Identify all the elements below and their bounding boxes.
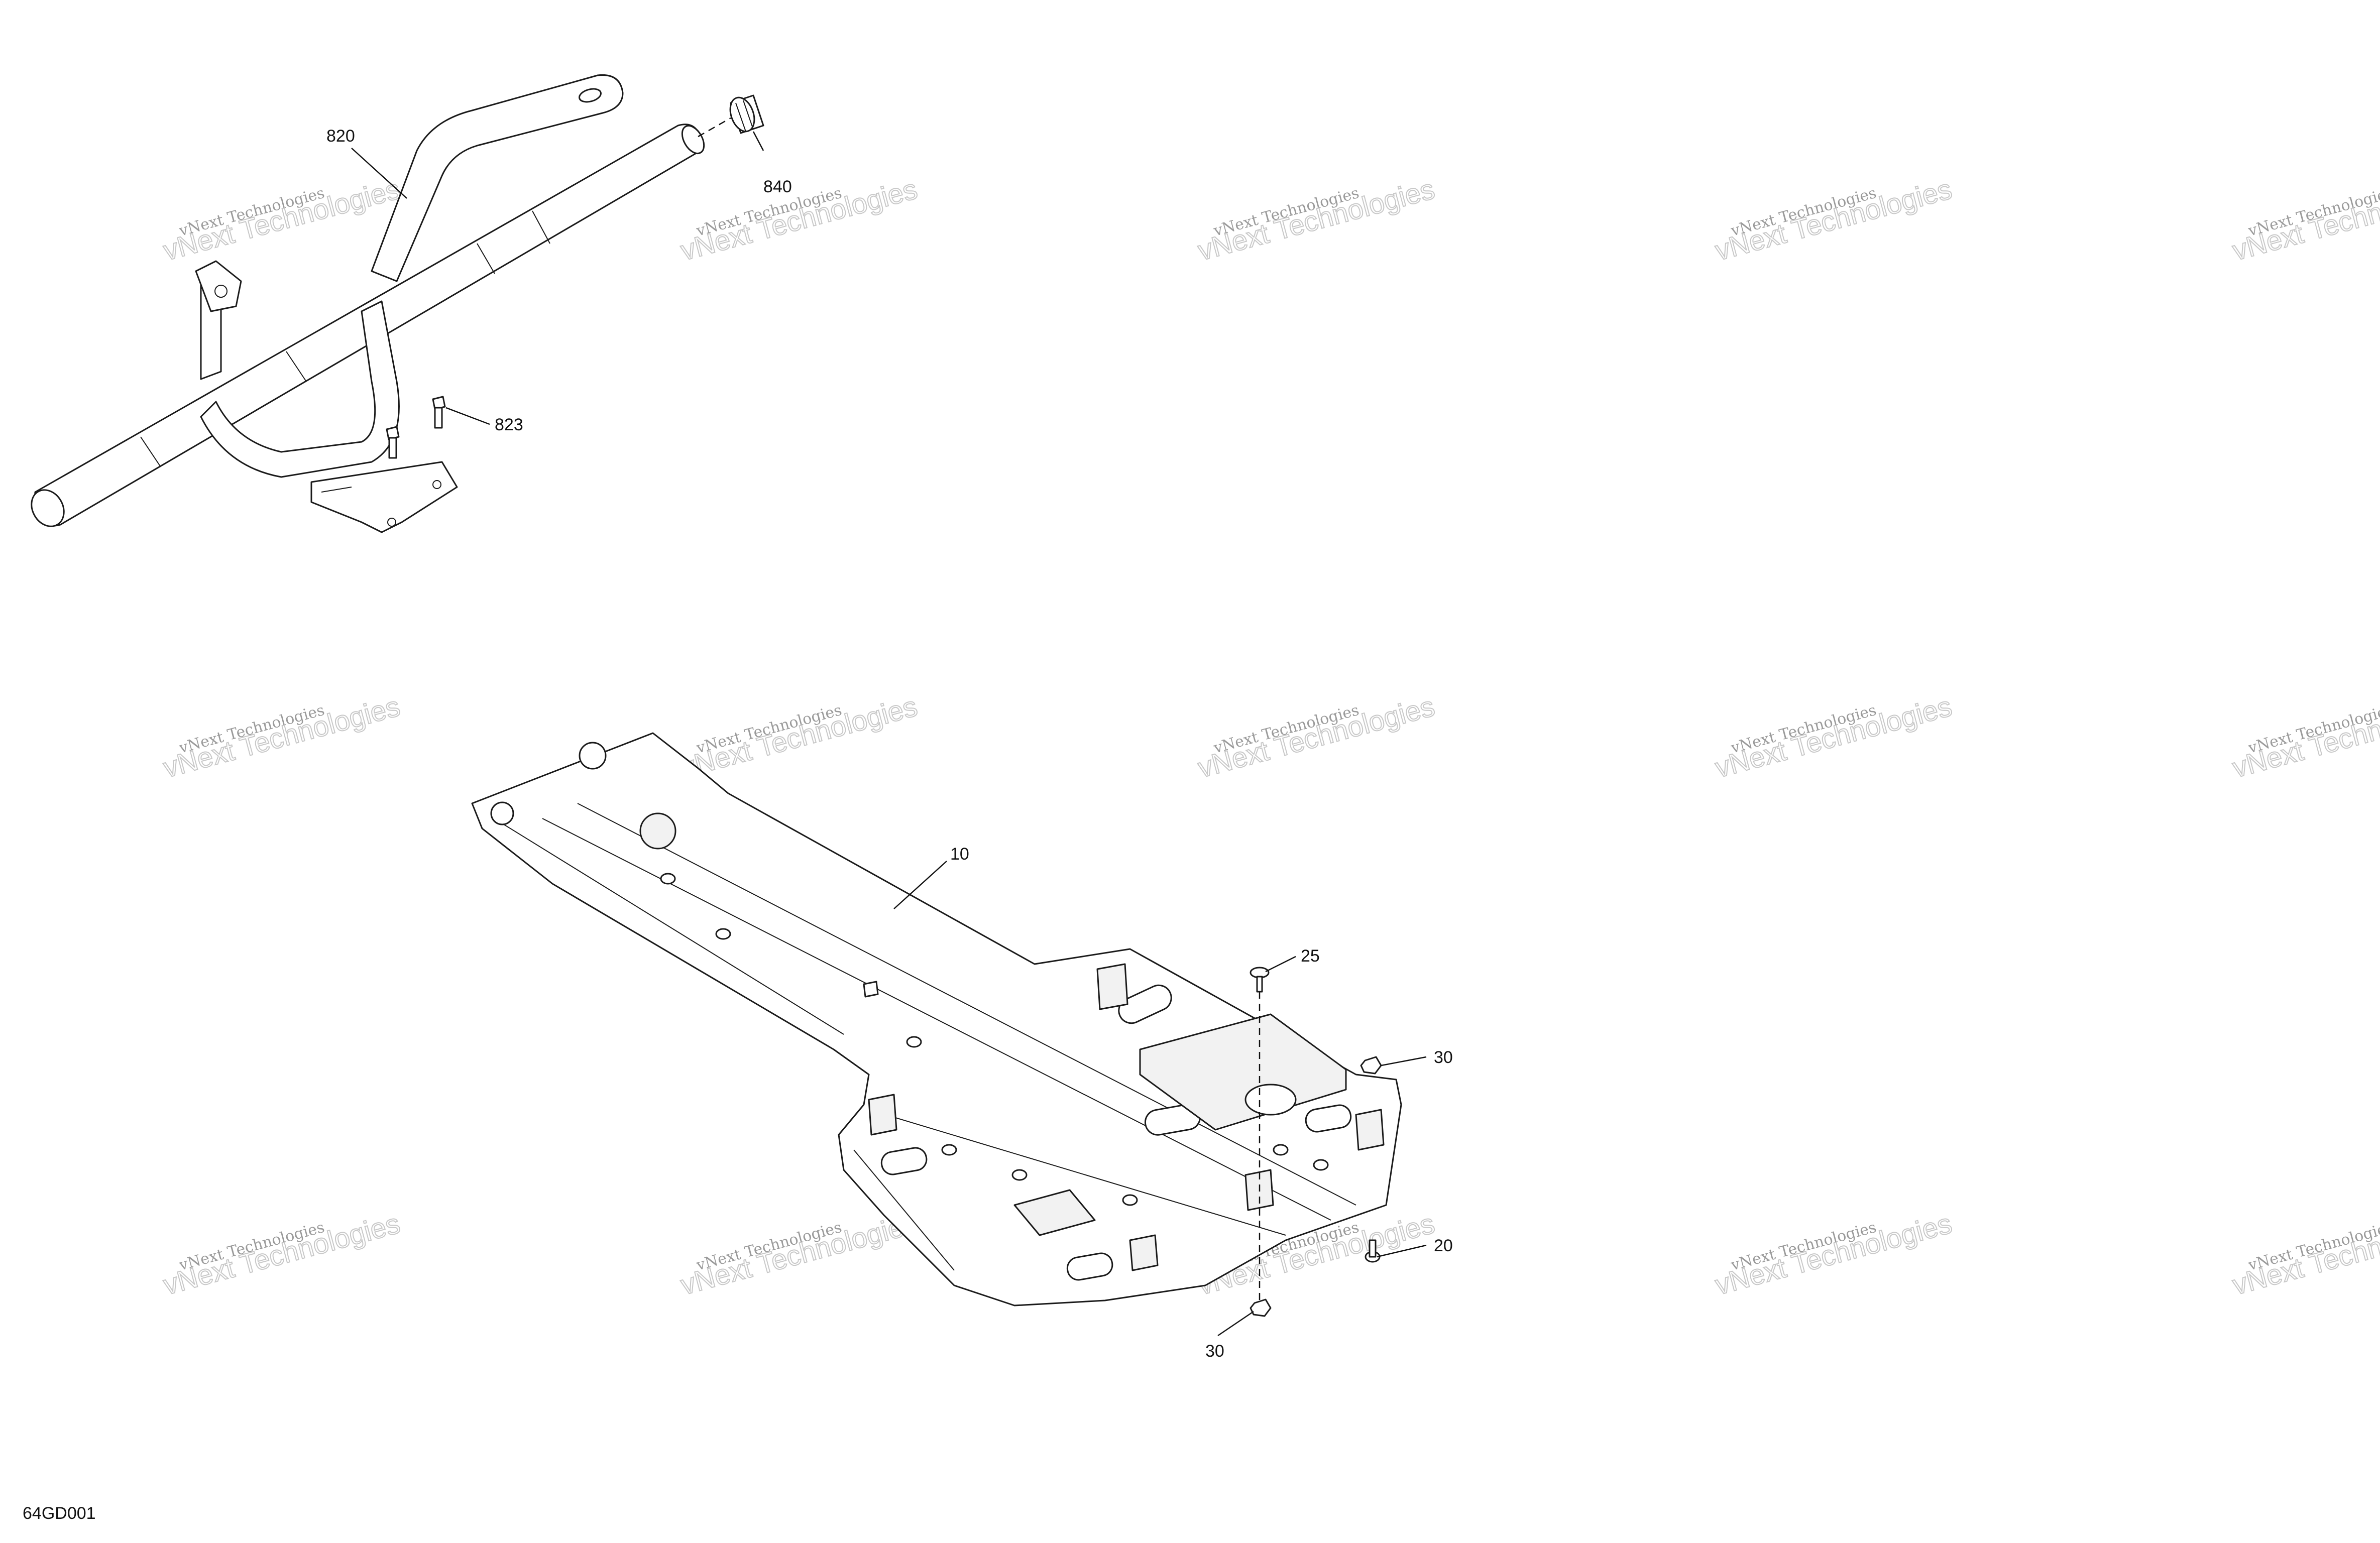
callout-labels: 820 840 823 10 25 30 20 30 bbox=[326, 127, 1453, 1361]
watermark: vNext Technologies vNext Technologies bbox=[160, 1207, 404, 1301]
bolt-823 bbox=[432, 396, 446, 429]
mount-post bbox=[1129, 1234, 1159, 1271]
oval-slot bbox=[1118, 984, 1172, 1024]
bumper-rail-assembly bbox=[31, 74, 764, 533]
mount-plate bbox=[310, 461, 458, 533]
watermark: vNext Technologies vNext Technologies bbox=[160, 172, 404, 267]
watermark: vNext Technologies vNext Technologies bbox=[2229, 1207, 2380, 1301]
svg-text:vNext Technologies: vNext Technologies bbox=[2229, 1207, 2380, 1300]
callout-840: 840 bbox=[763, 177, 792, 196]
mount-hole bbox=[490, 801, 514, 825]
oval-slot bbox=[1305, 1104, 1352, 1133]
watermark: vNext Technologies vNext Technologies bbox=[1194, 172, 1438, 267]
watermark: vNext Technologies vNext Technologies bbox=[2229, 172, 2380, 267]
cover-ring bbox=[1244, 1084, 1297, 1116]
callout-10: 10 bbox=[950, 845, 969, 864]
round-boss bbox=[639, 812, 676, 850]
square-pocket bbox=[1013, 1189, 1096, 1236]
watermark: vNext Technologies vNext Technologies bbox=[1712, 689, 1956, 784]
leader-lines bbox=[351, 131, 1427, 1337]
nut-30-bottom bbox=[1250, 1298, 1272, 1317]
callout-25: 25 bbox=[1301, 946, 1320, 966]
watermark: vNext Technologies vNext Technologies bbox=[160, 689, 404, 784]
mount-post bbox=[1355, 1109, 1385, 1151]
callout-820: 820 bbox=[326, 127, 355, 146]
mount-post bbox=[868, 1094, 897, 1136]
watermark: vNext Technologies vNext Technologies bbox=[677, 689, 921, 784]
callout-30: 30 bbox=[1434, 1048, 1453, 1067]
handle-tube-end bbox=[579, 88, 602, 103]
svg-text:vNext Technologies: vNext Technologies bbox=[2229, 690, 2380, 783]
watermark: vNext Technologies vNext Technologies bbox=[2229, 689, 2380, 784]
svg-text:vNext Technologies: vNext Technologies bbox=[2229, 173, 2380, 266]
bolt-823-left bbox=[386, 426, 400, 459]
watermark: vNext Technologies vNext Technologies bbox=[1194, 689, 1438, 784]
mount-post bbox=[1096, 963, 1128, 1010]
watermark: vNext Technologies vNext Technologies bbox=[677, 172, 921, 267]
skid-plate-assembly bbox=[471, 732, 1402, 1317]
lower-loop-tube bbox=[200, 300, 400, 478]
cap-axis-line bbox=[698, 117, 731, 138]
screw-20 bbox=[1365, 1239, 1381, 1263]
main-tube-end bbox=[31, 489, 65, 527]
oval-slot bbox=[880, 1147, 928, 1175]
callout-20: 20 bbox=[1434, 1236, 1453, 1255]
watermark: vNext Technologies vNext Technologies bbox=[1712, 172, 1956, 267]
mount-hole bbox=[579, 742, 607, 770]
end-cap-840 bbox=[729, 94, 764, 134]
oval-slot bbox=[1066, 1252, 1113, 1281]
nut-30-right bbox=[1360, 1056, 1382, 1075]
diagram-code: 64GD001 bbox=[23, 1504, 96, 1523]
callout-30-bottom: 30 bbox=[1205, 1342, 1224, 1361]
callout-823: 823 bbox=[495, 415, 523, 434]
watermark: vNext Technologies vNext Technologies bbox=[1712, 1207, 1956, 1301]
